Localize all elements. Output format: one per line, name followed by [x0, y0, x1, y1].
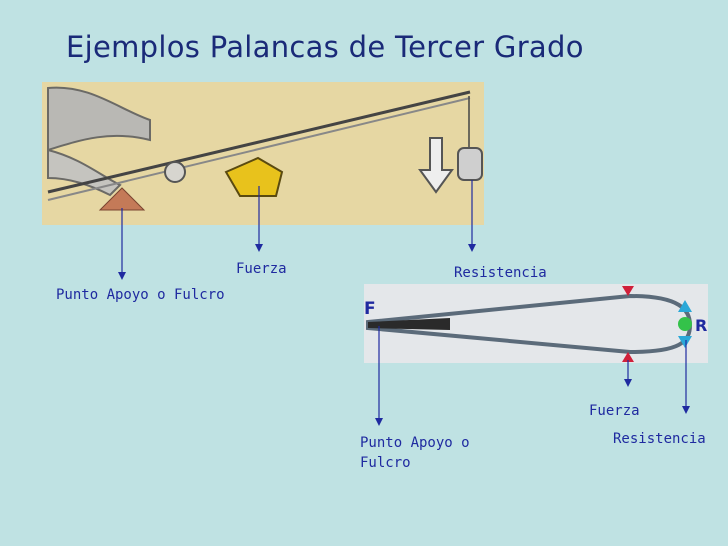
resistencia2-pointer-arrowhead	[682, 406, 690, 414]
resistencia-pointer-arrowhead	[468, 244, 476, 252]
resistance-arrow-up-icon	[678, 300, 692, 312]
hand-icon	[47, 148, 122, 197]
example2-fulcro-label: Punto Apoyo o Fulcro	[360, 435, 470, 471]
example2-pointers	[375, 326, 690, 426]
reel-icon	[164, 161, 186, 183]
slide-title: Ejemplos Palancas de Tercer Grado	[66, 30, 584, 64]
fuerza-pointer-arrowhead	[255, 244, 263, 252]
fulcro-pointer-arrowhead	[118, 272, 126, 280]
fuerza2-pointer-arrowhead	[624, 379, 632, 387]
example2-resistencia-label: Resistencia	[613, 431, 706, 447]
fishing-rod-shadow	[47, 97, 471, 201]
fuerza-marker-top-icon	[622, 286, 634, 296]
down-arrow-icon	[418, 137, 454, 194]
example1-pointers	[118, 180, 476, 280]
object-icon	[678, 317, 692, 331]
fishing-rod-icon	[47, 90, 471, 194]
resistance-arrow-down-icon	[678, 336, 692, 348]
force-letter: F	[364, 299, 376, 319]
fishing-rod-image	[42, 82, 484, 225]
tweezers-grip	[368, 318, 450, 330]
arm-icon	[47, 86, 151, 152]
tweezers-image: F R	[364, 284, 708, 363]
example1-fuerza-label: Fuerza	[236, 261, 287, 277]
resistance-letter: R	[695, 316, 707, 335]
example1-fulcro-label: Punto Apoyo o Fulcro	[56, 287, 225, 303]
fulcro2-pointer-arrowhead	[375, 418, 383, 426]
weight-icon	[457, 147, 483, 181]
fuerza-marker-bottom-icon	[622, 352, 634, 362]
example1-resistencia-label: Resistencia	[454, 265, 547, 281]
example2-fuerza-label: Fuerza	[589, 403, 640, 419]
hand-force-icon	[224, 156, 284, 197]
